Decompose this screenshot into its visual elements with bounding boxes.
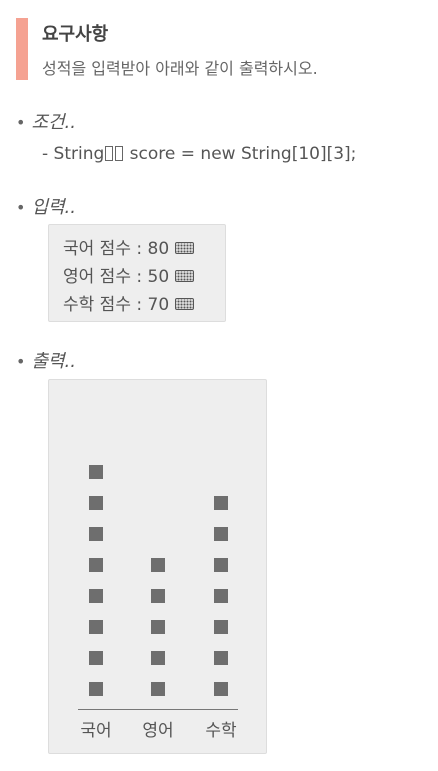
output-label: 국어 [80, 721, 112, 741]
output-mark [89, 558, 103, 572]
bullet-icon: • [16, 198, 26, 217]
output-mark [89, 589, 103, 603]
output-mark [151, 558, 165, 572]
output-mark [89, 465, 103, 479]
accent-bar [16, 18, 28, 80]
input-line-text: 수학 점수 : 70 [63, 295, 170, 315]
output-mark [214, 651, 228, 665]
output-column-korean [76, 380, 116, 710]
output-mark [151, 620, 165, 634]
output-mark [89, 682, 103, 696]
input-example-box: 국어 점수 : 80 영어 점수 : 50 수학 점수 : 70 [48, 224, 226, 322]
output-mark [89, 651, 103, 665]
condition-line-suffix: score = new String[10][3]; [124, 144, 357, 164]
output-column-english [138, 380, 178, 710]
keyboard-icon [175, 242, 195, 254]
input-line: 수학 점수 : 70 [63, 290, 195, 315]
input-heading-text: 입력.. [31, 197, 77, 218]
output-mark [214, 558, 228, 572]
input-heading: • 입력.. [16, 193, 76, 219]
output-column-math [201, 380, 241, 710]
output-mark [89, 527, 103, 541]
input-line-text: 국어 점수 : 80 [63, 239, 170, 259]
bullet-icon: • [16, 352, 26, 371]
input-line: 영어 점수 : 50 [63, 262, 195, 287]
output-mark [151, 651, 165, 665]
output-mark [151, 589, 165, 603]
output-mark [214, 620, 228, 634]
bullet-icon: • [16, 113, 26, 132]
output-mark [214, 682, 228, 696]
condition-heading-text: 조건.. [31, 112, 77, 133]
square-box-icon [105, 146, 114, 161]
output-mark [214, 496, 228, 510]
input-line-text: 영어 점수 : 50 [63, 267, 170, 287]
square-box-icon [115, 146, 124, 161]
output-label: 수학 [205, 721, 237, 741]
output-baseline [78, 709, 238, 710]
condition-line: - String score = new String[10][3]; [42, 144, 356, 164]
requirement-panel: 요구사항 성적을 입력받아 아래와 같이 출력하시오. [16, 18, 426, 80]
condition-heading: • 조건.. [16, 108, 76, 134]
output-mark [214, 527, 228, 541]
requirement-title: 요구사항 [42, 24, 109, 45]
output-heading-text: 출력.. [31, 351, 77, 372]
output-heading: • 출력.. [16, 347, 76, 373]
output-example-box: 국어 영어 수학 [48, 379, 267, 754]
requirement-description: 성적을 입력받아 아래와 같이 출력하시오. [42, 59, 318, 78]
input-line: 국어 점수 : 80 [63, 234, 195, 259]
output-mark [89, 496, 103, 510]
output-mark [89, 620, 103, 634]
keyboard-icon [175, 270, 195, 282]
output-label: 영어 [142, 721, 174, 741]
output-mark [214, 589, 228, 603]
output-mark [151, 682, 165, 696]
condition-line-prefix: - String [42, 144, 105, 164]
keyboard-icon [175, 298, 195, 310]
